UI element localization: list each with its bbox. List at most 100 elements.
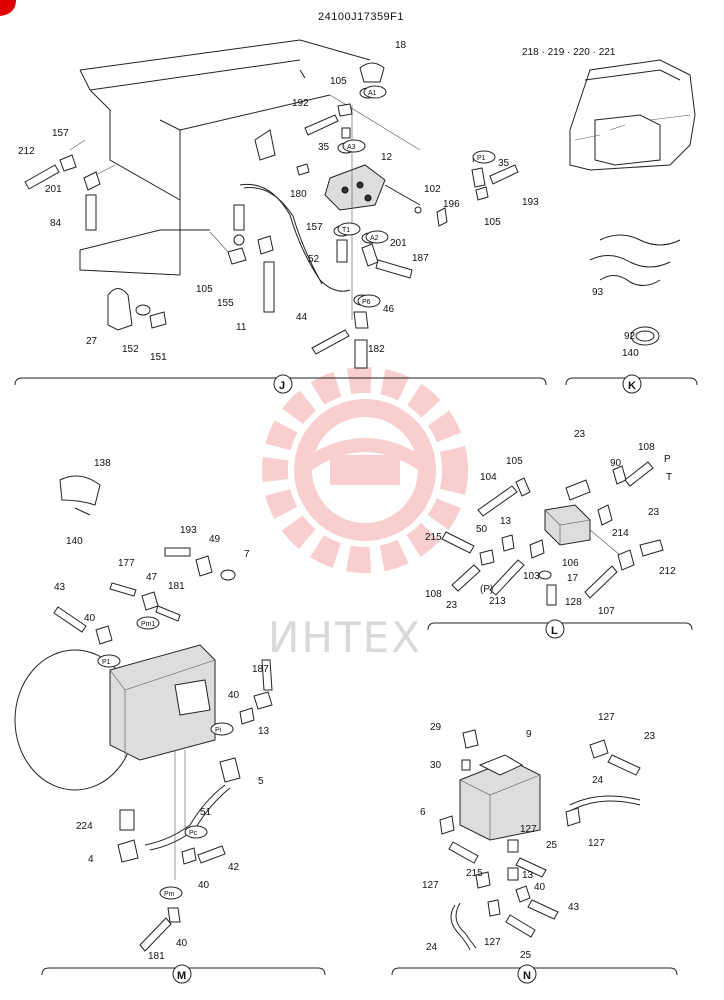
section-l-divider: L [427, 619, 693, 639]
watermark-text: ИНТЕХ [268, 613, 422, 662]
section-m-labels: 138140193497177471814340Pm1P11874013Pi55… [54, 458, 270, 962]
callout-label: 25 [546, 840, 558, 851]
callout-label: 40 [198, 880, 210, 891]
callout-label: 140 [66, 536, 83, 547]
callout-label: Pm1 [141, 621, 156, 628]
section-m-marker: M [177, 970, 186, 982]
callout-label: 7 [244, 549, 250, 560]
callout-label: 105 [484, 217, 501, 228]
callout-label: 127 [422, 880, 439, 891]
callout-label: 13 [258, 726, 270, 737]
callout-label: 127 [520, 824, 537, 835]
port-oval [472, 150, 496, 164]
callout-label: 46 [383, 304, 395, 315]
callout-label: 177 [118, 558, 135, 569]
callout-label: 138 [94, 458, 111, 469]
callout-label: (P) [480, 584, 493, 595]
callout-label: 212 [659, 566, 676, 577]
section-k-drawing [569, 59, 696, 346]
callout-label: 29 [430, 722, 442, 733]
callout-label: 182 [368, 344, 385, 355]
callout-label: 44 [296, 312, 308, 323]
callout-label: 215 [425, 532, 442, 543]
callout-label: 40 [534, 882, 546, 893]
callout-label: 50 [476, 524, 488, 535]
callout-label: 127 [598, 712, 615, 723]
callout-label: 155 [217, 298, 234, 309]
section-n-drawing [439, 729, 641, 951]
callout-label: 104 [480, 472, 497, 483]
callout-label: 107 [598, 606, 615, 617]
callout-label: T1 [342, 227, 350, 234]
callout-label: 193 [522, 197, 539, 208]
callout-label: 106 [562, 558, 579, 569]
section-n-marker: N [523, 970, 531, 982]
callout-label: P6 [362, 299, 371, 306]
callout-label: 24 [592, 775, 604, 786]
callout-label: 49 [209, 534, 221, 545]
callout-label: 187 [412, 253, 429, 264]
callout-label: 127 [588, 838, 605, 849]
callout-label: 13 [500, 516, 512, 527]
callout-label: 181 [148, 951, 165, 962]
callout-label: 35 [498, 158, 510, 169]
callout-label: 40 [84, 613, 96, 624]
callout-label: 151 [150, 352, 167, 363]
callout-label: 181 [168, 581, 185, 592]
corner-marker [0, 0, 16, 16]
callout-label: 84 [50, 218, 62, 229]
section-k-divider: K [565, 374, 698, 394]
callout-label: 105 [506, 456, 523, 467]
callout-label: P1 [477, 155, 486, 162]
port-oval [210, 722, 234, 736]
section-n-divider: N [391, 964, 678, 984]
callout-label: 42 [228, 862, 240, 873]
callout-label: 127 [484, 937, 501, 948]
callout-label: 43 [54, 582, 66, 593]
callout-label: 6 [420, 807, 426, 818]
callout-label: 152 [122, 344, 139, 355]
callout-label: 43 [568, 902, 580, 913]
callout-label: Pc [189, 830, 198, 837]
port-oval [363, 85, 387, 99]
callout-label: A2 [370, 235, 379, 242]
callout-label: 108 [425, 589, 442, 600]
section-m-drawing [14, 475, 273, 952]
callout-label: 196 [443, 199, 460, 210]
callout-label: 157 [306, 222, 323, 233]
callout-label: 18 [395, 40, 407, 51]
callout-label: Pi [215, 727, 222, 734]
callout-label: 47 [146, 572, 158, 583]
callout-label: P1 [102, 659, 111, 666]
port-oval [365, 230, 389, 244]
callout-label: 128 [565, 597, 582, 608]
callout-label: 23 [574, 429, 586, 440]
callout-label: 40 [228, 690, 240, 701]
callout-label: 212 [18, 146, 35, 157]
port-oval [184, 825, 208, 839]
callout-label: 24 [426, 942, 438, 953]
port-oval [136, 616, 160, 630]
callout-label: P [664, 454, 671, 465]
callout-label: 90 [610, 458, 622, 469]
callout-label: 140 [622, 348, 639, 359]
port-oval [342, 139, 366, 153]
section-m-divider: M [41, 964, 326, 984]
callout-label: 214 [612, 528, 629, 539]
callout-label: 25 [520, 950, 532, 961]
watermark-gear-logo [262, 367, 468, 573]
callout-label: 17 [567, 573, 579, 584]
callout-label: 52 [308, 254, 320, 265]
callout-label: 218 · 219 · 220 · 221 [522, 47, 616, 58]
callout-label: 12 [381, 152, 393, 163]
callout-label: 51 [200, 807, 212, 818]
callout-label: 192 [292, 98, 309, 109]
callout-label: 215 [466, 868, 483, 879]
callout-label: 105 [196, 284, 213, 295]
callout-label: 187 [252, 664, 269, 675]
callout-label: 93 [592, 287, 604, 298]
callout-label: A1 [368, 90, 377, 97]
